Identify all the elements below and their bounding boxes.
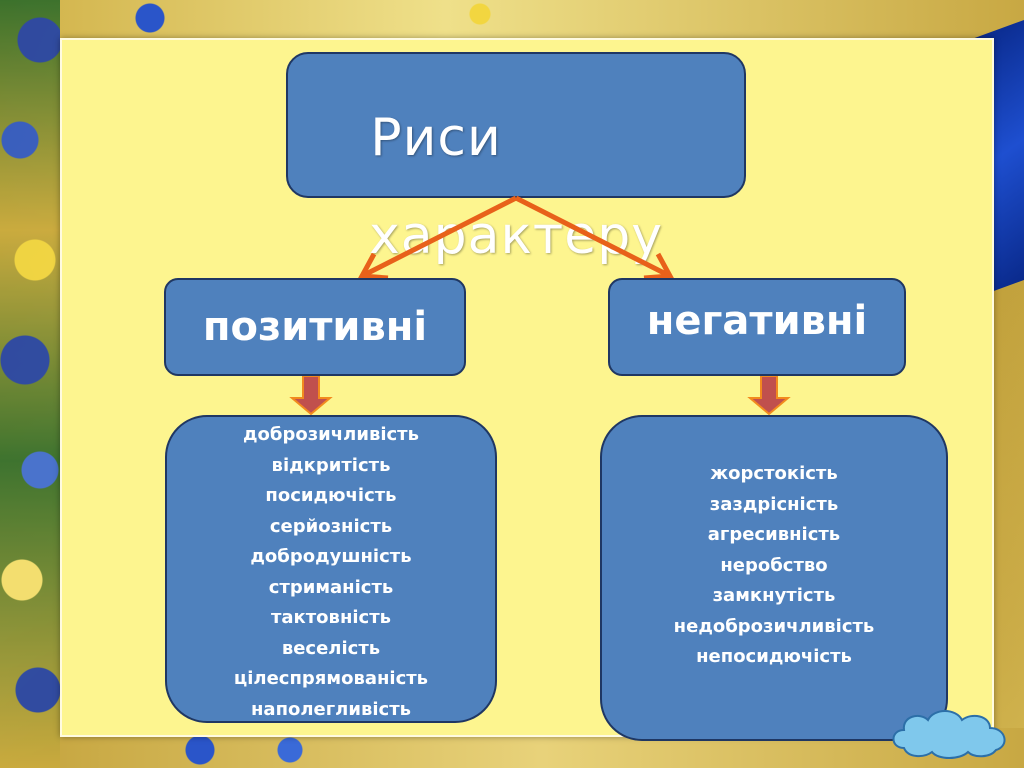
trait-item: цілеспрямованість <box>233 668 429 689</box>
branch-arrow-right <box>514 195 675 281</box>
trait-item: недоброзичливість <box>673 615 875 637</box>
trait-item: жорстокість <box>710 463 838 484</box>
title-line-2: характеру <box>369 206 663 266</box>
down-arrow-negative <box>747 375 791 416</box>
trait-item: посидючість <box>265 485 397 506</box>
trait-item: замкнутість <box>712 585 836 606</box>
trait-item: неробство <box>720 554 828 576</box>
trait-item: веселість <box>281 637 381 659</box>
trait-item: добродушність <box>250 546 412 567</box>
trait-item: заздрісність <box>709 493 839 515</box>
trait-item: тактовність <box>270 607 392 628</box>
trait-item: стриманість <box>268 576 394 598</box>
cloud-button[interactable] <box>886 704 1016 762</box>
positive-category-box: позитивні <box>164 278 466 376</box>
trait-item: наполегливість <box>250 698 412 720</box>
trait-item: агресивність <box>707 524 841 545</box>
title-box: Риси характеру <box>286 52 746 264</box>
positive-category-label: позитивні <box>202 304 428 350</box>
negative-category-label: негативні <box>646 298 868 344</box>
trait-item: доброзичливість <box>243 424 419 445</box>
negative-traits-list: жорстокість заздрісність агресивність не… <box>600 415 948 741</box>
title-line-1: Риси <box>370 108 502 168</box>
trait-item: серйозність <box>269 515 393 537</box>
trait-item: непосидючість <box>696 646 852 667</box>
down-arrow-positive <box>289 375 333 416</box>
trait-item: відкритість <box>271 454 391 476</box>
floral-border-left <box>0 0 62 768</box>
negative-category-box: негативні <box>608 278 906 376</box>
positive-traits-list: доброзичливість відкритість посидючість … <box>165 415 497 723</box>
branch-arrow-left <box>357 195 518 281</box>
floral-border-top <box>60 0 1024 38</box>
